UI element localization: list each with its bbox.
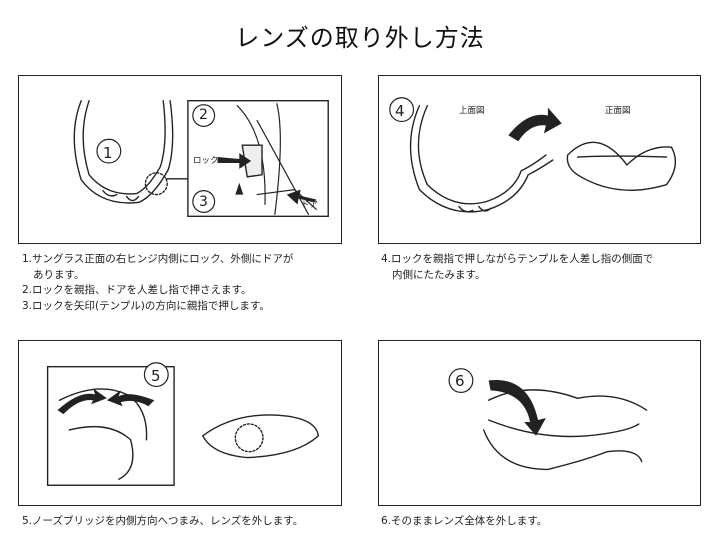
desc-1-line-1: 1.サングラス正面の右ヒンジ内側にロック、外側にドアが: [22, 253, 294, 265]
steps-1-3-description: 1.サングラス正面の右ヒンジ内側にロック、外側にドアが あります。 2.ロックを…: [22, 252, 352, 314]
nose-bridge-illustration: [46, 362, 320, 486]
desc-1-line-3: 2.ロックを親指、ドアを人差し指で押さえます。: [22, 284, 252, 296]
step-3-number: 3: [199, 194, 208, 210]
top-view-label: 上面図: [459, 106, 485, 116]
lock-label: ロック: [193, 156, 219, 166]
front-view-label: 正面図: [605, 106, 631, 116]
desc-4-line-2: 内側にたたみます。: [392, 268, 486, 281]
step-5-illustration-panel: 5: [18, 340, 342, 506]
page-title: レンズの取り外し方法: [235, 24, 485, 52]
remove-lens-illustration: [448, 368, 648, 471]
step-6-illustration-panel: 6: [378, 340, 701, 506]
desc-4-line-1: 4.ロックを親指で押しながらテンプルを人差し指の側面で: [381, 253, 654, 265]
step-5-number: 5: [151, 367, 161, 385]
step-6-description: 6.そのままレンズ全体を外します。: [381, 515, 548, 527]
step-1-number: 1: [103, 144, 113, 162]
step-4-description: 4.ロックを親指で押しながらテンプルを人差し指の側面で 内側にたたみます。: [381, 252, 711, 283]
step-4-illustration-panel: 4 上面図 正面図: [378, 75, 701, 244]
step-5-description: 5.ノーズブリッジを内側方向へつまみ、レンズを外します。: [22, 515, 304, 527]
step-2-number: 2: [199, 107, 208, 123]
step-1-3-illustration-panel: 1 2 3 ロック ドア: [18, 75, 342, 244]
step-6-number: 6: [455, 372, 465, 390]
step-4-number: 4: [395, 102, 405, 120]
door-label: ドア: [301, 200, 319, 210]
desc-1-line-2: あります。: [33, 268, 85, 281]
desc-1-line-4: 3.ロックを矢印(テンプル)の方向に親指で押します。: [22, 299, 270, 312]
fold-temple-illustration: [389, 97, 677, 213]
sunglasses-hinge-illustration: [73, 100, 329, 218]
